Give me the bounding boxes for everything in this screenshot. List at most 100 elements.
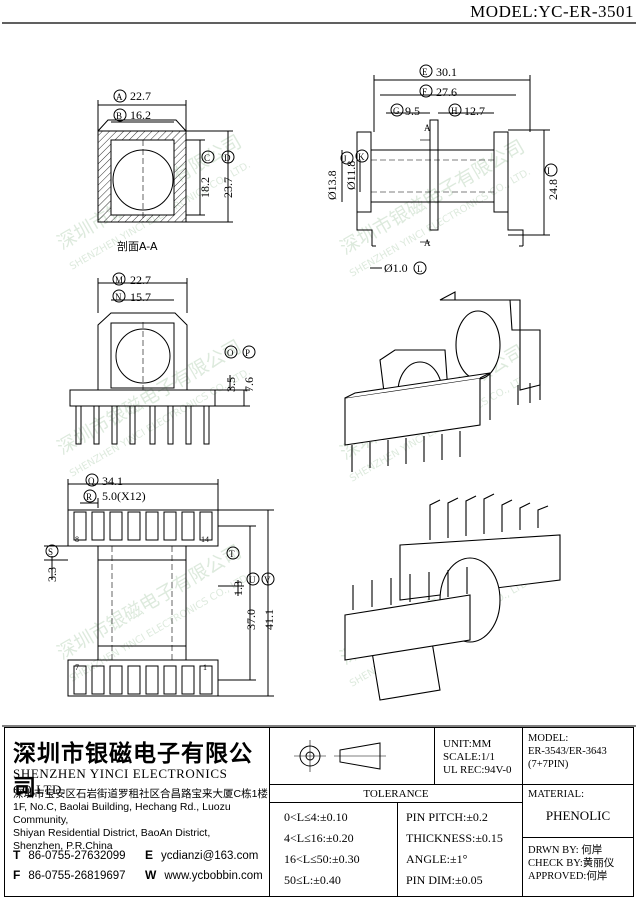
dim-C-value: 18.2 bbox=[198, 177, 212, 198]
angle-row: ANGLE:±1° bbox=[406, 852, 468, 866]
label-O: O bbox=[227, 348, 234, 358]
address-en-line3: Shenzhen, P.R.China bbox=[13, 840, 113, 852]
dim-O-value: 3.5 bbox=[224, 377, 238, 392]
material-label: MATERIAL: bbox=[528, 789, 584, 800]
dim-A-value: 22.7 bbox=[130, 89, 151, 103]
pin-dim-row: PIN DIM:±0.05 bbox=[406, 873, 483, 887]
dim-Q-value: 34.1 bbox=[102, 474, 123, 488]
tolerance-row-2: 4<L≤16:±0.20 bbox=[284, 831, 354, 845]
address-cn: 深圳市宝安区石岩街道罗租社区合昌路宝来大厦C栋1楼 bbox=[13, 788, 268, 800]
tolerance-right: PIN PITCH:±0.2 THICKNESS:±0.15 ANGLE:±1°… bbox=[398, 803, 523, 896]
thickness-row: THICKNESS:±0.15 bbox=[406, 831, 503, 845]
section-label: 剖面A-A bbox=[117, 239, 158, 253]
unit-text: UNIT:MM bbox=[443, 738, 492, 750]
tolerance-row-1: 0<L≤4:±0.10 bbox=[284, 810, 348, 824]
label-S: S bbox=[48, 547, 53, 557]
dim-H-value: 12.7 bbox=[464, 104, 485, 118]
label-A: A bbox=[116, 92, 123, 102]
bottom-view-labels: Q 34.1 R 5.0(X12) S 3.3 T 1.3 U V 37.0 4… bbox=[45, 474, 276, 672]
dim-D-value: 23.7 bbox=[221, 177, 235, 198]
label-N: N bbox=[115, 292, 122, 302]
dim-M-value: 22.7 bbox=[130, 273, 151, 287]
ul-text: UL REC:94V-0 bbox=[443, 764, 512, 776]
title-block: 深圳市银磁电子有限公司 SHENZHEN YINCI ELECTRONICS C… bbox=[4, 727, 634, 897]
dim-I-value: 24.8 bbox=[546, 179, 560, 200]
pin-1-label: 1 bbox=[203, 663, 207, 672]
label-U: U bbox=[249, 575, 256, 585]
dim-T-value: 1.3 bbox=[231, 581, 245, 596]
projection-symbol bbox=[294, 740, 386, 772]
model-label: MODEL: bbox=[528, 733, 569, 744]
label-P: P bbox=[245, 348, 250, 358]
side-view-labels: E 30.1 F 27.6 G 9.5 H 12.7 I 24.8 J K Ø1… bbox=[325, 65, 560, 275]
marker-a-bottom: A bbox=[424, 238, 431, 248]
front-view bbox=[69, 272, 256, 445]
dim-R-value: 5.0(X12) bbox=[102, 489, 146, 503]
label-G: G bbox=[393, 106, 400, 116]
projection-symbol-cell bbox=[270, 728, 435, 785]
pin-8-label: 8 bbox=[75, 535, 79, 544]
material-cell: MATERIAL: PHENOLIC bbox=[523, 785, 633, 838]
drawn-by: DRWN BY: 何岸 bbox=[528, 845, 603, 856]
company-address: 深圳市宝安区石岩街道罗租社区合昌路宝来大厦C栋1楼 1F, No.C, Baol… bbox=[13, 788, 269, 853]
label-E: E bbox=[422, 67, 428, 77]
isometric-view-1 bbox=[344, 291, 541, 472]
phone-value: 86-0755-27632099 bbox=[28, 850, 126, 862]
model-value: ER-3543/ER-3643 bbox=[528, 746, 607, 757]
label-C: C bbox=[204, 153, 210, 163]
watermark-cn-2: 深圳市银磁电子有限公司 bbox=[337, 136, 529, 260]
pin-14-label: 14 bbox=[201, 535, 209, 544]
technical-drawing: 深圳市银磁电子有限公司 SHENZHEN YINCI ELECTRONICS C… bbox=[2, 22, 636, 727]
label-M: M bbox=[115, 275, 123, 285]
dim-B-value: 16.2 bbox=[130, 108, 151, 122]
checked-by: CHECK BY:黄丽仪 bbox=[528, 858, 615, 869]
dim-V-value: 41.1 bbox=[262, 609, 276, 630]
tolerance-title: TOLERANCE bbox=[363, 788, 429, 800]
tolerance-row-4: 50≤L:±0.40 bbox=[284, 873, 341, 887]
dim-K-value: Ø11.8 bbox=[344, 161, 358, 190]
bottom-view-pads-top bbox=[73, 511, 213, 541]
material-value: PHENOLIC bbox=[545, 808, 611, 823]
label-K: K bbox=[358, 152, 365, 162]
dim-E-value: 30.1 bbox=[436, 65, 457, 79]
company-cell: 深圳市银磁电子有限公司 SHENZHEN YINCI ELECTRONICS C… bbox=[5, 728, 270, 896]
signoff-cell: DRWN BY: 何岸 CHECK BY:黄丽仪 APPROVED:何岸 bbox=[523, 838, 633, 896]
label-R: R bbox=[86, 492, 92, 502]
label-D: D bbox=[224, 153, 231, 163]
company-name-cn: 深圳市银磁电子有限公司 bbox=[13, 741, 253, 801]
dim-G-value: 9.5 bbox=[405, 104, 420, 118]
section-view-labels: A 22.7 B 16.2 C D 18.2 23.7 剖面A-A bbox=[116, 89, 235, 253]
email-label: E bbox=[145, 848, 154, 862]
label-L: L bbox=[417, 264, 423, 274]
section-view bbox=[97, 89, 235, 223]
web-value: www.ycbobbin.com bbox=[164, 870, 263, 882]
label-V: V bbox=[264, 575, 271, 585]
marker-a-top: A bbox=[424, 123, 431, 133]
scale-text: SCALE:1/1 bbox=[443, 751, 495, 763]
phone-label: T bbox=[13, 848, 21, 862]
label-I: I bbox=[547, 166, 550, 176]
dim-J-value: Ø13.8 bbox=[325, 170, 339, 200]
model-cell: MODEL: ER-3543/ER-3643 (7+7PIN) bbox=[523, 728, 633, 785]
pin-pitch-row: PIN PITCH:±0.2 bbox=[406, 810, 488, 824]
side-view bbox=[340, 64, 558, 275]
dim-S-value: 3.3 bbox=[45, 567, 59, 582]
unit-scale-cell: UNIT:MM SCALE:1/1 UL REC:94V-0 bbox=[435, 728, 523, 785]
front-view-pins bbox=[75, 405, 210, 445]
label-T: T bbox=[229, 549, 235, 559]
company-name-en: SHENZHEN YINCI ELECTRONICS CO,LTD. bbox=[13, 766, 228, 797]
address-en-line1: 1F, No.C, Baolai Building, Hechang Rd., … bbox=[13, 801, 231, 826]
label-B: B bbox=[116, 111, 122, 121]
address-en-line2: Shiyan Residential District, BaoAn Distr… bbox=[13, 827, 211, 839]
isometric-view-2 bbox=[344, 493, 561, 701]
dim-L-value: Ø1.0 bbox=[384, 261, 408, 275]
dim-P-value: 7.6 bbox=[242, 377, 256, 392]
tolerance-row-3: 16<L≤50:±0.30 bbox=[284, 852, 360, 866]
label-H: H bbox=[451, 106, 458, 116]
model-header: MODEL:YC-ER-3501 bbox=[470, 2, 634, 21]
label-J: J bbox=[343, 154, 347, 164]
dim-F-value: 27.6 bbox=[436, 85, 457, 99]
